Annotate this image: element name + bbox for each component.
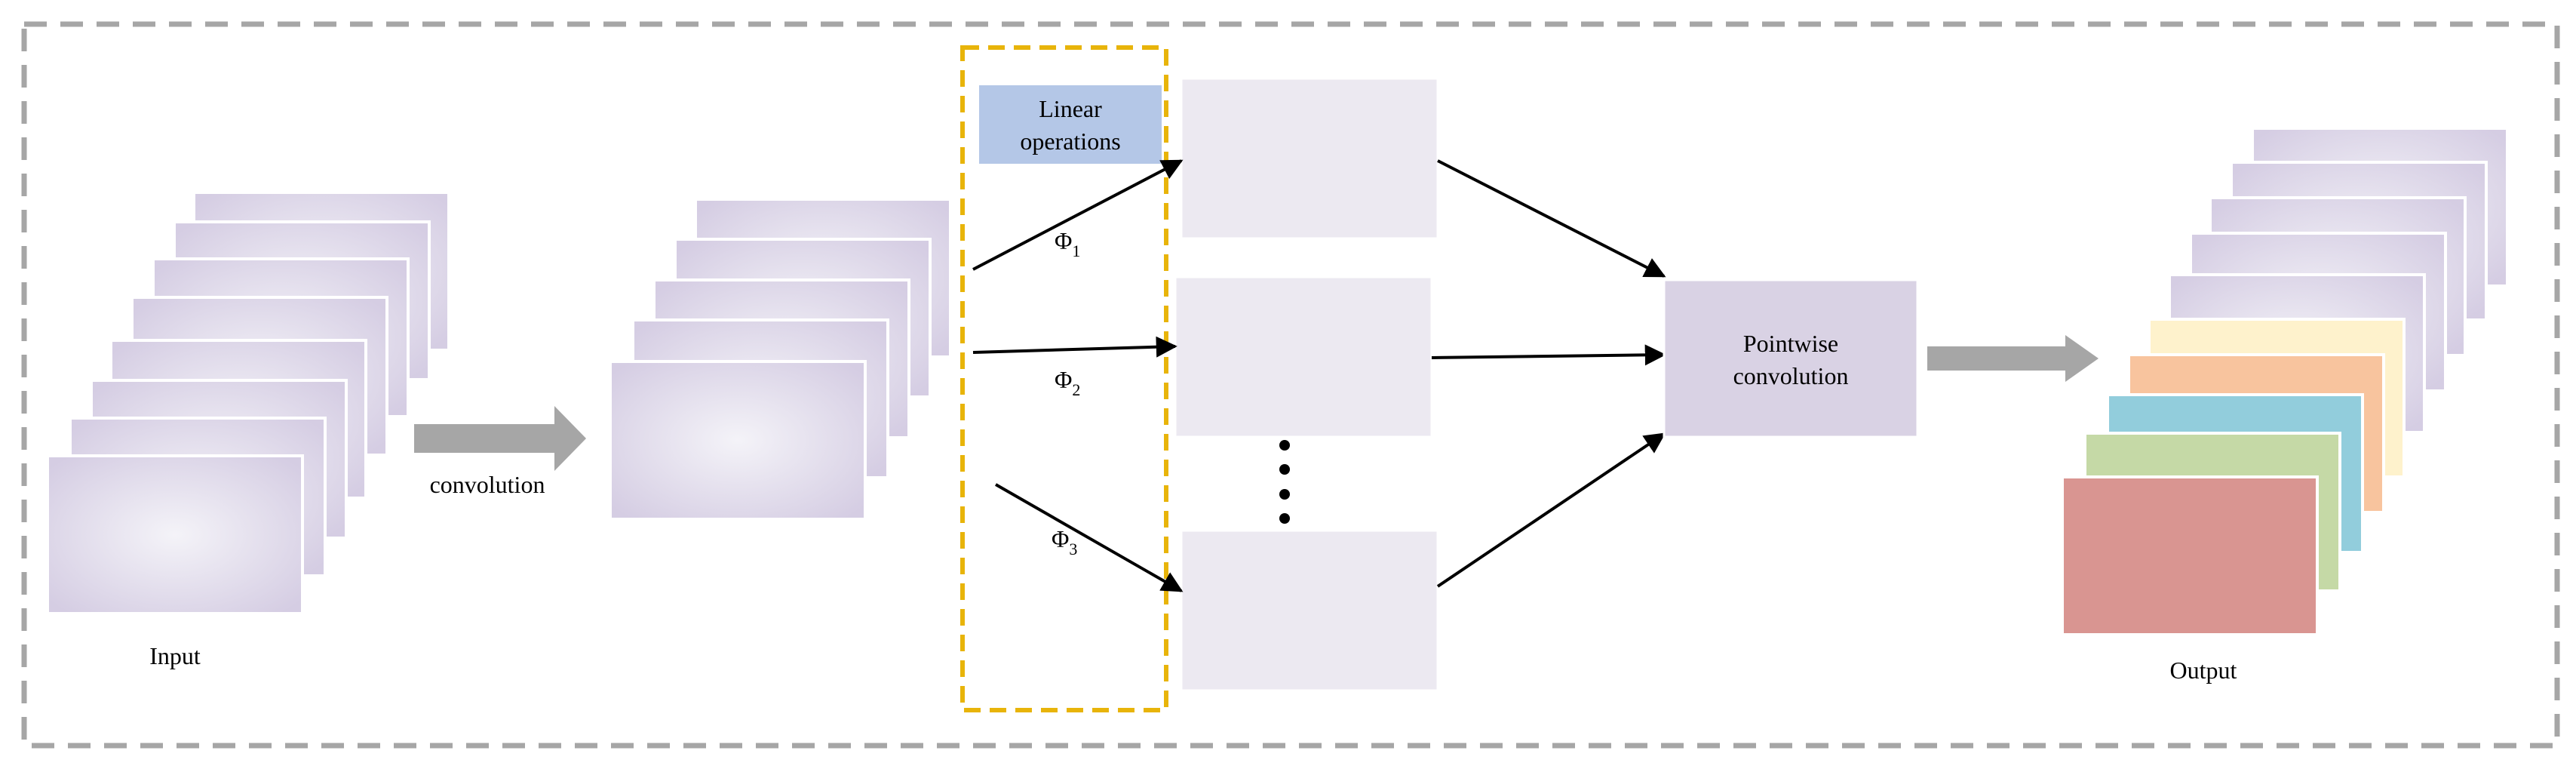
ellipsis-dots: [1279, 440, 1290, 524]
to-pointwise-arrow-3: [1436, 432, 1666, 588]
linear-operations-box: [960, 45, 1168, 712]
ghost-feature-map-3: [1180, 529, 1439, 692]
linear-operations-label-box: [979, 85, 1162, 164]
linear-operations-label-line2: operations: [1020, 128, 1120, 155]
to-pointwise-arrow-2: [1431, 344, 1666, 366]
ghost-feature-map-1: [1180, 77, 1439, 240]
phi1-arrow: [972, 159, 1184, 271]
output-map-red: [2061, 475, 2319, 636]
phi1-label: Φ1: [1055, 227, 1080, 260]
phi2-label: Φ2: [1055, 366, 1080, 399]
phi3-label: Φ3: [1052, 525, 1077, 558]
to-pointwise-arrow-1: [1437, 159, 1666, 278]
output-label: Output: [2170, 657, 2237, 684]
pointwise-label-line2: convolution: [1733, 362, 1849, 389]
convolution-arrow: [414, 406, 586, 471]
intrinsic-feature-stack: [609, 198, 952, 521]
convolution-label: convolution: [430, 471, 545, 498]
linear-operations-label-line1: Linear: [1039, 95, 1102, 122]
phi3-arrow: [995, 483, 1184, 592]
phi2-arrow: [972, 336, 1177, 358]
pointwise-convolution-block: [1663, 278, 1919, 438]
ghost-feature-map-2: [1174, 275, 1433, 438]
input-label: Input: [149, 642, 201, 669]
output-arrow: [1927, 335, 2099, 382]
input-feature-stack: [46, 191, 450, 615]
pointwise-label-line1: Pointwise: [1743, 330, 1838, 357]
